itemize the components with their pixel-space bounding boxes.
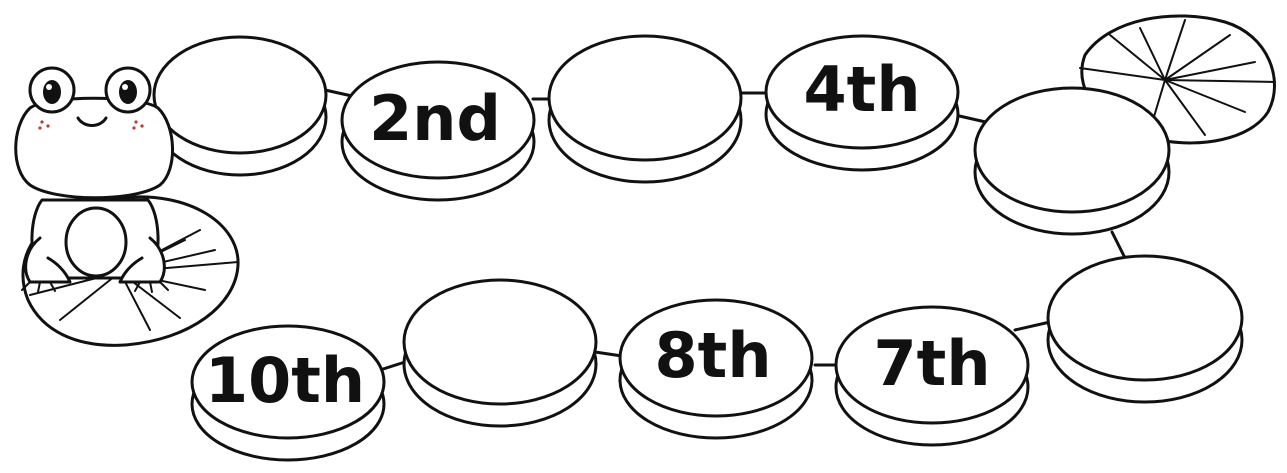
pad-label: 4th xyxy=(804,53,921,126)
frog-character xyxy=(14,66,174,293)
pad-label: 7th xyxy=(874,327,991,400)
lily-pad-7: 7th xyxy=(834,305,1030,447)
lily-pad-10: 10th xyxy=(190,324,386,462)
lily-pad-8: 8th xyxy=(618,298,814,440)
lily-pad-3 xyxy=(547,34,743,184)
pad-label: 8th xyxy=(655,319,772,392)
pad-label: 2nd xyxy=(369,82,501,155)
pad-connectors xyxy=(323,88,1127,372)
lily-pad-5 xyxy=(973,86,1171,236)
lily-pad-4: 4th xyxy=(764,34,960,172)
pad-label: 10th xyxy=(205,344,365,417)
frog-eye-right-icon xyxy=(119,80,137,104)
lily-pad-9 xyxy=(402,278,598,428)
lily-pad-1 xyxy=(152,35,328,177)
lily-pad-2: 2nd xyxy=(340,60,536,202)
lily-pad-6 xyxy=(1046,254,1244,404)
frog-eye-left-icon xyxy=(43,80,61,104)
